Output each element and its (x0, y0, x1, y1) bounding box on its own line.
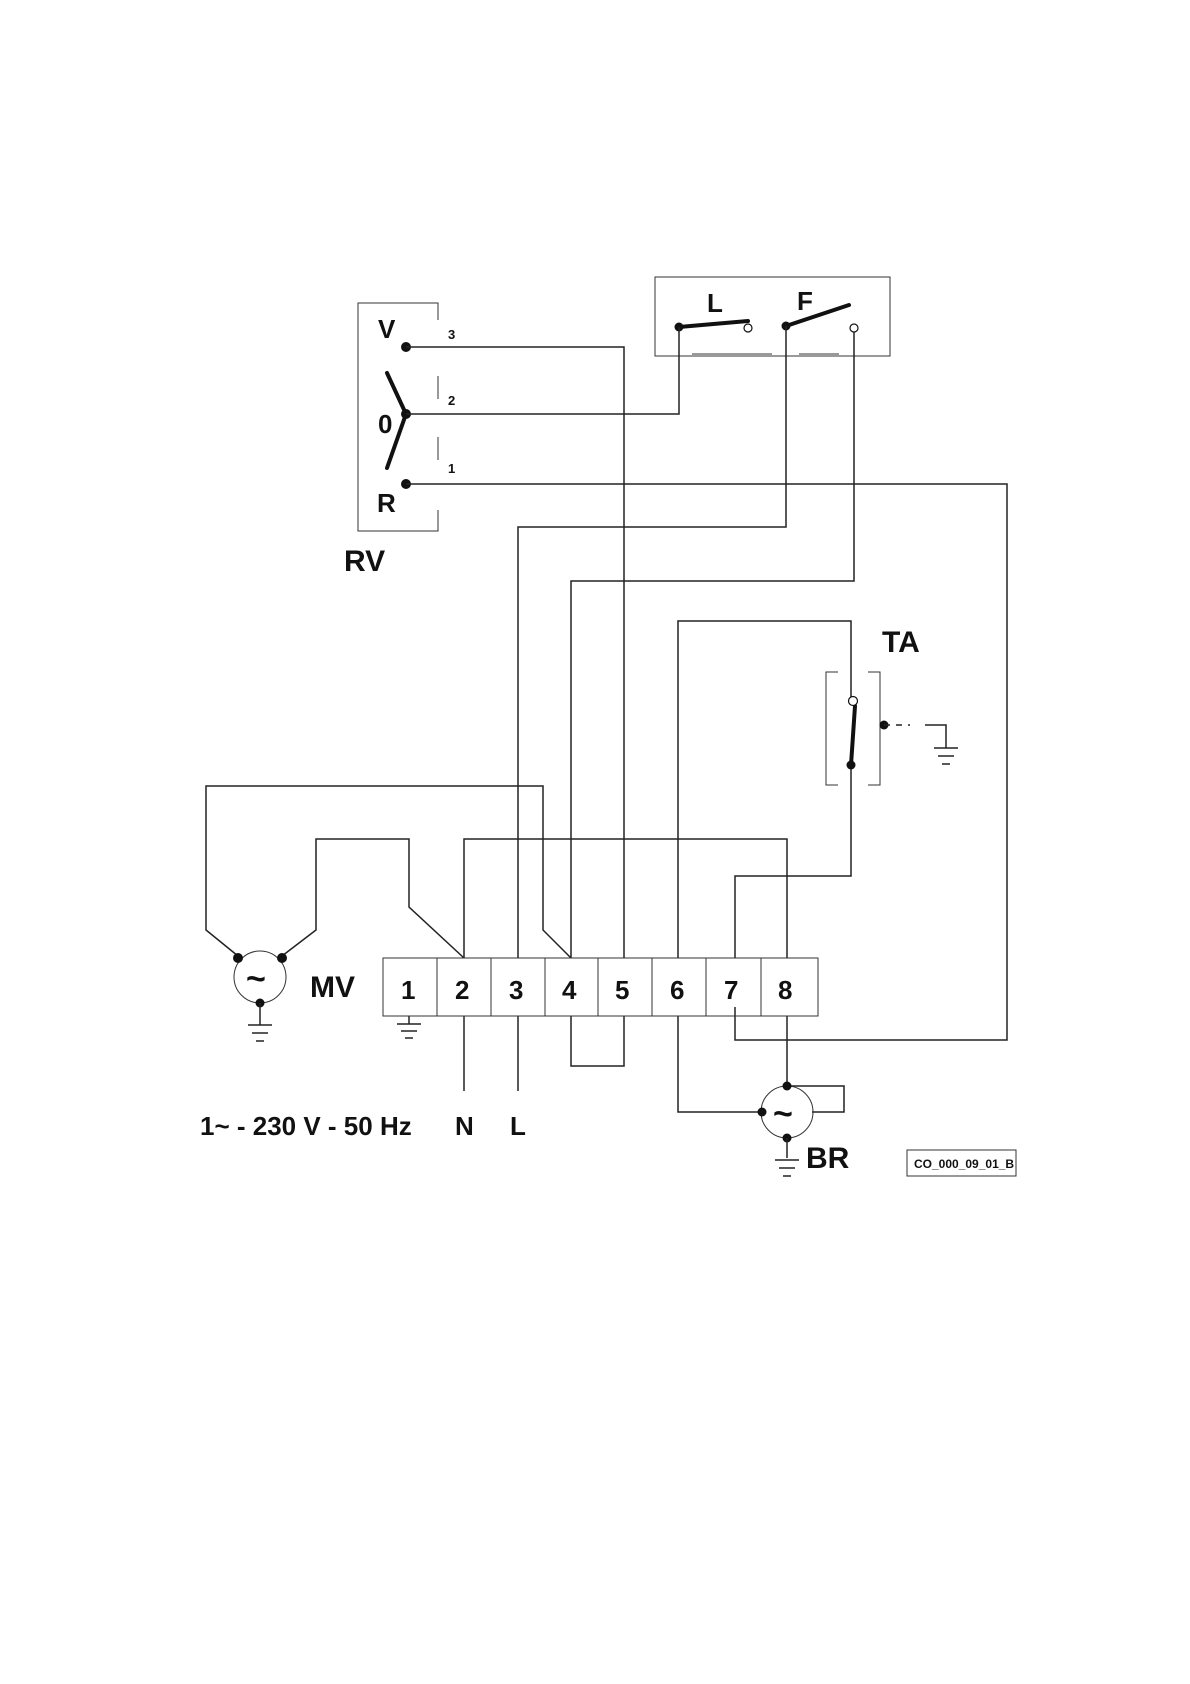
terminal-5-label: 5 (615, 975, 629, 1005)
terminal-4-label: 4 (562, 975, 577, 1005)
ground-icon (248, 1024, 272, 1042)
rv-selector-switch: V 0 R 3 2 1 RV (344, 302, 455, 578)
rv-terminal-1-label: 1 (448, 461, 455, 476)
supply-labels: 1~ - 230 V - 50 Hz N L (200, 1111, 526, 1141)
br-burner: ~ BR (757, 1081, 850, 1177)
rv-terminal-3-label: 3 (448, 327, 455, 342)
ground-icon (397, 1023, 421, 1039)
drawing-code-label: CO_000_09_01_B (914, 1157, 1014, 1171)
ta-name-label: TA (882, 626, 920, 659)
terminal-6-label: 6 (670, 975, 684, 1005)
supply-neutral-label: N (455, 1111, 474, 1141)
mv-motor: ~ MV (233, 950, 355, 1042)
terminal-7-label: 7 (724, 975, 738, 1005)
switch-f-label: F (797, 286, 813, 316)
mv-name-label: MV (310, 971, 355, 1004)
supply-line-label: L (510, 1111, 526, 1141)
rv-position-v-label: V (378, 314, 396, 344)
rv-position-0-label: 0 (378, 409, 392, 439)
terminal-block: 1 2 3 4 5 6 7 8 (382, 957, 819, 1039)
supply-spec-label: 1~ - 230 V - 50 Hz (200, 1111, 412, 1141)
terminal-3-label: 3 (509, 975, 523, 1005)
ta-thermostat: TA (825, 626, 958, 786)
switch-l-label: L (707, 288, 723, 318)
terminal-2-label: 2 (455, 975, 469, 1005)
terminal-1-label: 1 (401, 975, 415, 1005)
ground-icon (775, 1159, 799, 1177)
br-name-label: BR (806, 1142, 850, 1175)
rv-name-label: RV (344, 545, 385, 578)
rv-terminal-2-label: 2 (448, 393, 455, 408)
rv-position-r-label: R (377, 488, 396, 518)
drawing-code-box: CO_000_09_01_B (906, 1149, 1017, 1177)
br-ac-icon: ~ (773, 1095, 793, 1133)
terminal-8-label: 8 (778, 975, 792, 1005)
wires (205, 326, 1008, 1113)
mv-ac-icon: ~ (246, 960, 266, 998)
